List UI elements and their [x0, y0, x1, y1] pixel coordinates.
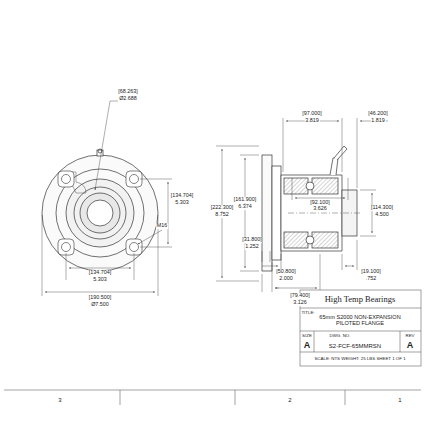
title-block-text: A	[406, 341, 414, 350]
dimension-label: .752	[365, 276, 377, 282]
dimension-label: M16	[156, 223, 168, 229]
dimension-label: Ø7.500	[91, 302, 110, 308]
title-block-text: High Temp Bearings	[324, 295, 396, 304]
dimension-label: 1.252	[245, 244, 260, 250]
title-block-text: 1	[398, 397, 402, 403]
dimension-label: [46.200]	[368, 111, 388, 117]
dimension-label: [19.100]	[361, 269, 381, 275]
dimension-label: [79.400]	[290, 293, 310, 299]
dimension-label: 5.303	[93, 277, 108, 283]
dimension-label: 1.819	[371, 118, 386, 124]
title-block-text: SIZE	[302, 334, 313, 339]
dimension-label: [50.800]	[276, 269, 296, 275]
dimension-label: 8.752	[215, 212, 230, 218]
title-block-text: DWG. NO.	[329, 334, 351, 339]
title-block-text: REV	[405, 334, 415, 339]
dimension-label: [222.300]	[210, 205, 233, 211]
dimension-label: [114.300]	[370, 205, 393, 211]
title-block-text: 65mm S2000 NON-EXPANSION PILOTED FLANGE	[310, 315, 411, 327]
dimension-label: [190.500]	[88, 295, 111, 301]
dimension-label: 4.500	[375, 212, 390, 218]
dimension-label: [161.900]	[233, 197, 256, 203]
title-block-text: 3	[58, 397, 62, 403]
dimension-label: [92.100]	[310, 200, 330, 206]
dimension-label: [134.704]	[170, 193, 193, 199]
dimension-label: 3.126	[293, 300, 308, 306]
dimension-label: [97.000]	[302, 111, 322, 117]
dimension-label: 5.303	[175, 200, 190, 206]
dimension-label: 3.819	[305, 118, 320, 124]
dimension-label: 2.000	[279, 276, 294, 282]
dimension-label: 6.374	[238, 204, 253, 210]
title-block-text: 2	[288, 397, 292, 403]
dimension-label: [134.704]	[88, 270, 111, 276]
title-block-text: S2-FCF-65MMRSN	[328, 343, 381, 349]
title-block-text: SCALE: NTS WEIGHT: 25 LBS SHEET 1 OF 1	[314, 357, 406, 362]
dimension-label: 3.626	[313, 206, 328, 212]
dimension-label: [68.263]	[118, 89, 138, 95]
dimension-label: [31.800]	[242, 237, 262, 243]
dimension-label: Ø2.688	[119, 96, 138, 102]
title-block-text: A	[303, 341, 311, 350]
